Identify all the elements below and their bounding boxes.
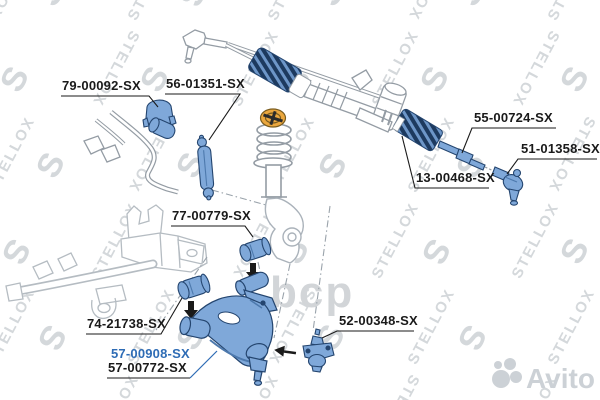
part-label-stabilizer-bushing: 79-00092-SX (62, 78, 141, 93)
avito-watermark: Avito (486, 354, 600, 398)
ball-joint-drawing (302, 328, 335, 373)
tie-rod-end-drawing (491, 166, 524, 206)
stabilizer-link-drawing (196, 134, 215, 201)
stabilizer-bar-highlight (95, 110, 179, 194)
part-label-inner-tie-rod: 55-00724-SX (474, 110, 553, 125)
strut-top-mount (259, 108, 287, 128)
front-arm-bushing-drawing (177, 273, 211, 300)
blue-leader-line (189, 350, 218, 379)
rear-arm-bushing-drawing (239, 236, 272, 262)
steering-knuckle-drawing (264, 197, 304, 264)
part-label-rear-bushing: 77-00779-SX (172, 208, 251, 223)
part-label-control-arm-alt: 57-00908-SX (111, 346, 190, 361)
label-leader-lines (61, 93, 597, 379)
avito-logo-circles (492, 358, 522, 388)
left-arrow-ball-joint (274, 345, 297, 357)
subframe-drawing (5, 204, 208, 320)
strut-drawing (253, 123, 293, 198)
part-label-steering-boot: 13-00468-SX (416, 170, 495, 185)
inner-tie-rod-drawing (437, 140, 486, 171)
part-label-tie-rod-end: 51-01358-SX (521, 141, 600, 156)
part-label-control-arm: 57-00772-SX (108, 360, 187, 375)
avito-logo-text: Avito (526, 363, 595, 394)
part-label-stabilizer-link: 56-01351-SX (166, 76, 245, 91)
stabilizer-bushing-clamp-drawing (142, 99, 177, 139)
part-label-ball-joint: 52-00348-SX (339, 313, 418, 328)
stabilizer-brackets (83, 135, 121, 163)
control-arm-drawing (179, 271, 278, 386)
steering-boot-right (391, 108, 443, 152)
steering-boot-left (248, 47, 312, 99)
part-label-front-bushing: 74-21738-SX (87, 316, 166, 331)
down-arrow-front-bushing (184, 301, 198, 319)
